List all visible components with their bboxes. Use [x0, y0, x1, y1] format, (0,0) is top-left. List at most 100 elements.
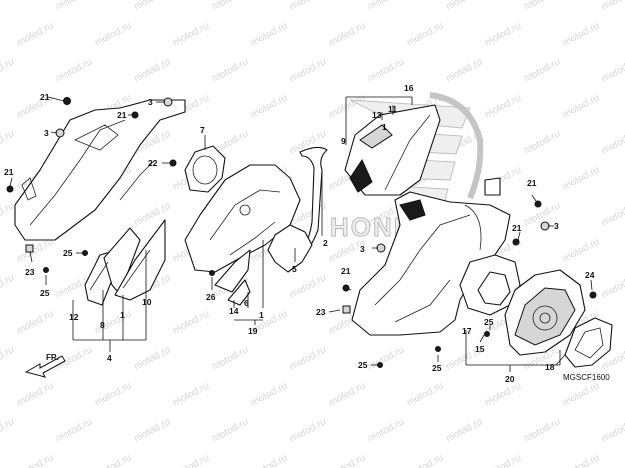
watermark-text: motod.ru — [561, 20, 601, 48]
callout-17: 17 — [462, 326, 472, 336]
watermark-text: motod.ru — [0, 0, 16, 13]
watermark-text: motod.ru — [288, 272, 328, 300]
watermark-text: motod.ru — [600, 416, 625, 444]
watermark-text: motod.ru — [210, 56, 250, 84]
right-outer-cover — [504, 269, 586, 356]
watermark-text: motod.ru — [54, 0, 94, 13]
watermark-text: motod.ru — [405, 452, 445, 468]
watermark-text: motod.ru — [0, 128, 16, 156]
diagram-code: MGSCF1600 — [563, 373, 610, 382]
callout-1: 1 — [120, 310, 125, 320]
watermark-text: motod.ru — [15, 452, 55, 468]
callout-2: 2 — [323, 238, 328, 248]
watermark-text: motod.ru — [0, 272, 16, 300]
right-main-cover — [351, 191, 511, 336]
callout-21: 21 — [40, 92, 50, 102]
callout-26: 26 — [206, 292, 216, 302]
watermark-text: motod.ru — [444, 416, 484, 444]
watermark-text: motod.ru — [561, 380, 601, 408]
callout-13: 13 — [372, 110, 382, 120]
watermark-text: motod.ru — [171, 452, 211, 468]
bolt-21d — [342, 284, 350, 292]
watermark-text: motod.ru — [522, 416, 562, 444]
watermark-text: motod.ru — [0, 56, 16, 84]
watermark-text: motod.ru — [561, 92, 601, 120]
callout-6: 6 — [244, 298, 249, 308]
watermark-text: motod.ru — [288, 56, 328, 84]
callout-3: 3 — [44, 128, 49, 138]
watermark-text: motod.ru — [288, 416, 328, 444]
watermark-text: motod.ru — [132, 56, 172, 84]
bolt-21e — [512, 238, 520, 246]
screw-25d — [435, 346, 441, 352]
leader-lines — [9, 96, 593, 372]
left-upper-cover — [14, 99, 186, 241]
watermark-text: motod.ru — [249, 92, 289, 120]
watermark-text: motod.ru — [561, 164, 601, 192]
gasket-left — [267, 224, 313, 273]
clip-23b — [342, 305, 351, 314]
callout-25: 25 — [432, 363, 442, 373]
bolt-21c — [6, 185, 14, 193]
screw-25b — [82, 250, 88, 256]
callout-4: 4 — [107, 353, 112, 363]
callout-1: 1 — [382, 122, 387, 132]
watermark-text: motod.ru — [15, 236, 55, 264]
watermark-text: motod.ru — [210, 344, 250, 372]
watermark-text: motod.ru — [483, 20, 523, 48]
screw-25c — [377, 362, 383, 368]
watermark-text: motod.ru — [93, 20, 133, 48]
watermark-text: motod.ru — [483, 452, 523, 468]
inner-screen-panel — [344, 104, 441, 196]
grommet-3a — [55, 128, 65, 138]
callout-16: 16 — [404, 83, 414, 93]
callout-20: 20 — [505, 374, 515, 384]
watermark-text: motod.ru — [288, 0, 328, 13]
watermark-text: motod.ru — [54, 416, 94, 444]
watermark-text: motod.ru — [522, 128, 562, 156]
watermark-text: motod.ru — [54, 56, 94, 84]
callout-21: 21 — [4, 167, 14, 177]
watermark-text: motod.ru — [600, 128, 625, 156]
watermark-text: motod.ru — [522, 56, 562, 84]
watermark-text: motod.ru — [444, 56, 484, 84]
watermark-text: motod.ru — [0, 200, 16, 228]
callout-numbers: 21 3 21 3 21 7 22 23 25 25 12 8 1 10 4 2… — [4, 83, 610, 384]
watermark-text: motod.ru — [444, 0, 484, 13]
watermark-text: motod.ru — [15, 380, 55, 408]
callout-25: 25 — [40, 288, 50, 298]
forward-arrow: FR. — [24, 353, 66, 378]
watermark-text: motod.ru — [93, 380, 133, 408]
watermark-text: motod.ru — [249, 452, 289, 468]
watermark-text: motod.ru — [171, 380, 211, 408]
watermark-text: motod.ru — [405, 20, 445, 48]
watermark-text: motod.ru — [483, 92, 523, 120]
callout-9: 9 — [341, 136, 346, 146]
grommet-3d — [540, 221, 550, 231]
watermark-text: motod.ru — [405, 380, 445, 408]
watermark-text: motod.ru — [132, 0, 172, 13]
watermark-text: motod.ru — [366, 416, 406, 444]
clip-23a — [25, 244, 34, 253]
callout-12: 12 — [69, 312, 79, 322]
watermark-text: motod.ru — [15, 20, 55, 48]
watermark-text: motod.ru — [522, 0, 562, 13]
callout-23: 23 — [25, 267, 35, 277]
gasket-right-inner — [477, 271, 511, 306]
bolt-21f — [534, 200, 542, 208]
bolt-21a — [63, 97, 71, 105]
watermark-text: motod.ru — [600, 0, 625, 13]
watermark-text: motod.ru — [0, 344, 16, 372]
watermark-text: motod.ru — [366, 344, 406, 372]
screw-26 — [209, 270, 215, 276]
screw-25a — [43, 267, 49, 273]
watermark-text: motod.ru — [132, 200, 172, 228]
watermark-text: motod.ru — [561, 452, 601, 468]
callout-5: 5 — [292, 264, 297, 274]
callout-3: 3 — [360, 244, 365, 254]
watermark-text: motod.ru — [249, 380, 289, 408]
bracket — [484, 177, 501, 196]
watermark-text: motod.ru — [288, 344, 328, 372]
watermark-text: motod.ru — [210, 0, 250, 13]
watermark-text: motod.ru — [15, 308, 55, 336]
